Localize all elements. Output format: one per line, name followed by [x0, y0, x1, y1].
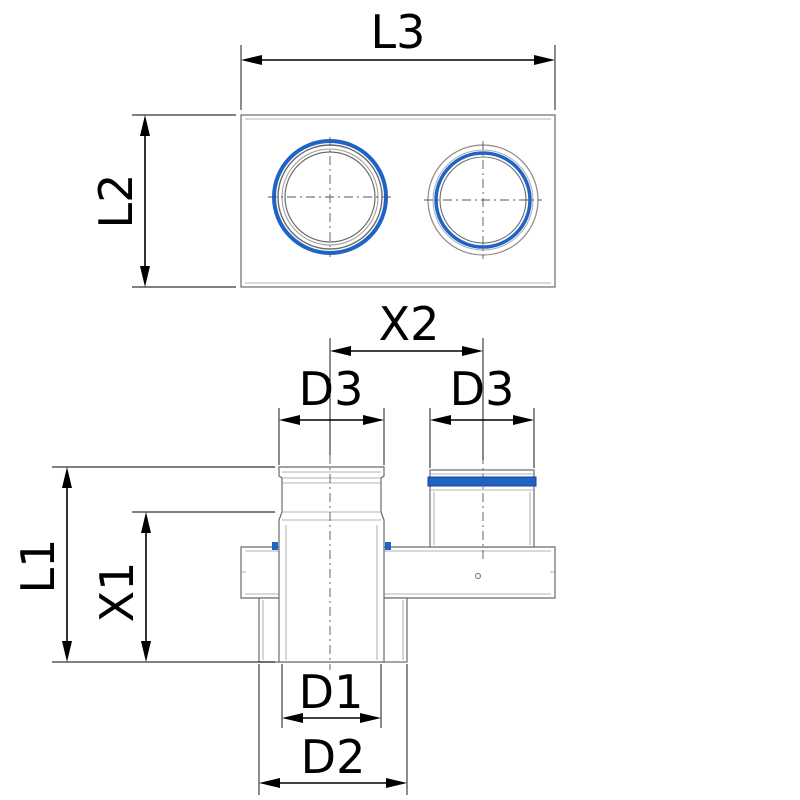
seal-marker-left: [272, 542, 278, 550]
dim-label-l1: L1: [11, 539, 65, 594]
dim-label-x2: X2: [379, 297, 440, 351]
seal-marker-right: [385, 542, 391, 550]
dim-label-x1: X1: [90, 562, 144, 623]
right-spigot-seal: [427, 476, 537, 487]
dim-label-d1: D1: [299, 665, 364, 719]
dim-label-d3-left: D3: [299, 362, 364, 416]
dim-label-l2: L2: [89, 174, 143, 229]
dim-label-l3: L3: [371, 5, 426, 59]
top-view-port-right: [424, 141, 542, 259]
top-view: L3 L2: [89, 5, 556, 288]
top-view-port-left: [268, 137, 392, 257]
dim-label-d3-right: D3: [450, 362, 515, 416]
dim-label-d2: D2: [301, 730, 366, 784]
top-view-plate: [240, 114, 556, 288]
left-pipe: [278, 466, 385, 663]
seal-ring-right: [434, 151, 532, 249]
front-view: X2 D3 D3 L1 X1 D1: [11, 297, 556, 795]
